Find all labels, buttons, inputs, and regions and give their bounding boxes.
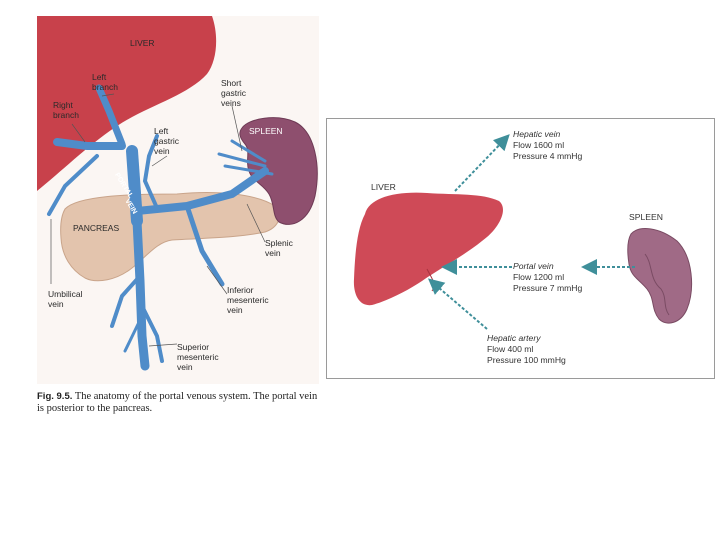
hepatic-vein-name: Hepatic vein	[513, 129, 561, 139]
label-left-gastric-vein: Left gastric vein	[154, 126, 180, 156]
label-liver: LIVER	[130, 38, 155, 48]
hepatic-vein-flow: Flow 1600 ml	[513, 140, 565, 150]
label-splenic-vein: Splenic vein	[265, 238, 293, 258]
hepatic-artery-pressure: Pressure 100 mmHg	[487, 355, 566, 365]
hepatic-artery-arrow	[427, 278, 488, 330]
portal-vein-pressure: Pressure 7 mmHg	[513, 283, 583, 293]
spleen-shape	[239, 117, 318, 225]
hepatic-vein-arrow	[454, 134, 510, 192]
left-gastric-vessel	[142, 134, 159, 210]
portal-vein-name: Portal vein	[513, 261, 554, 271]
label-pancreas: PANCREAS	[73, 223, 120, 233]
portal-vein-flow: Flow 1200 ml	[513, 272, 565, 282]
superior-mesenteric-vessel	[132, 216, 150, 371]
label-umbilical-vein: Umbilical vein	[48, 289, 83, 309]
inferior-mesenteric-vessel	[184, 203, 225, 287]
caption-fig-number: Fig. 9.5.	[37, 391, 73, 402]
hepatic-vein-info: Hepatic vein Flow 1600 ml Pressure 4 mmH…	[513, 129, 582, 162]
portal-anatomy-drawing	[37, 16, 318, 371]
flow-label-spleen: SPLEEN	[629, 212, 663, 222]
portal-vein-info: Portal vein Flow 1200 ml Pressure 7 mmHg	[513, 261, 582, 294]
umbilical-vein-vessel	[47, 154, 99, 216]
flow-liver-shape	[353, 192, 503, 306]
flow-spleen-shape	[627, 228, 693, 324]
splenic-vein-vessel	[133, 167, 269, 215]
caption-text: The anatomy of the portal venous system.…	[37, 391, 318, 414]
hepatic-vein-pressure: Pressure 4 mmHg	[513, 151, 583, 161]
hepatic-artery-name: Hepatic artery	[487, 333, 541, 343]
label-short-gastric-veins: Short gastric veins	[221, 78, 247, 108]
label-inferior-mesenteric-vein: Inferior mesenteric vein	[227, 285, 269, 315]
label-superior-mesenteric-vein: Superior mesenteric vein	[177, 342, 219, 372]
portal-anatomy-diagram: LIVER Left branch Right branch Short gas…	[37, 16, 319, 384]
label-right-branch: Right branch	[53, 100, 79, 120]
portal-flow-drawing	[353, 134, 693, 330]
hepatic-artery-info: Hepatic artery Flow 400 ml Pressure 100 …	[487, 333, 566, 366]
right-branch-vessel	[53, 138, 126, 150]
label-left-branch: Left branch	[92, 72, 118, 92]
label-spleen: SPLEEN	[249, 126, 283, 136]
flow-label-liver: LIVER	[371, 182, 396, 192]
hepatic-artery-flow: Flow 400 ml	[487, 344, 534, 354]
figure-caption: Fig. 9.5. The anatomy of the portal veno…	[37, 391, 322, 415]
portal-flow-diagram: LIVER SPLEEN Hepatic vein Flow 1600 ml P…	[326, 118, 715, 379]
